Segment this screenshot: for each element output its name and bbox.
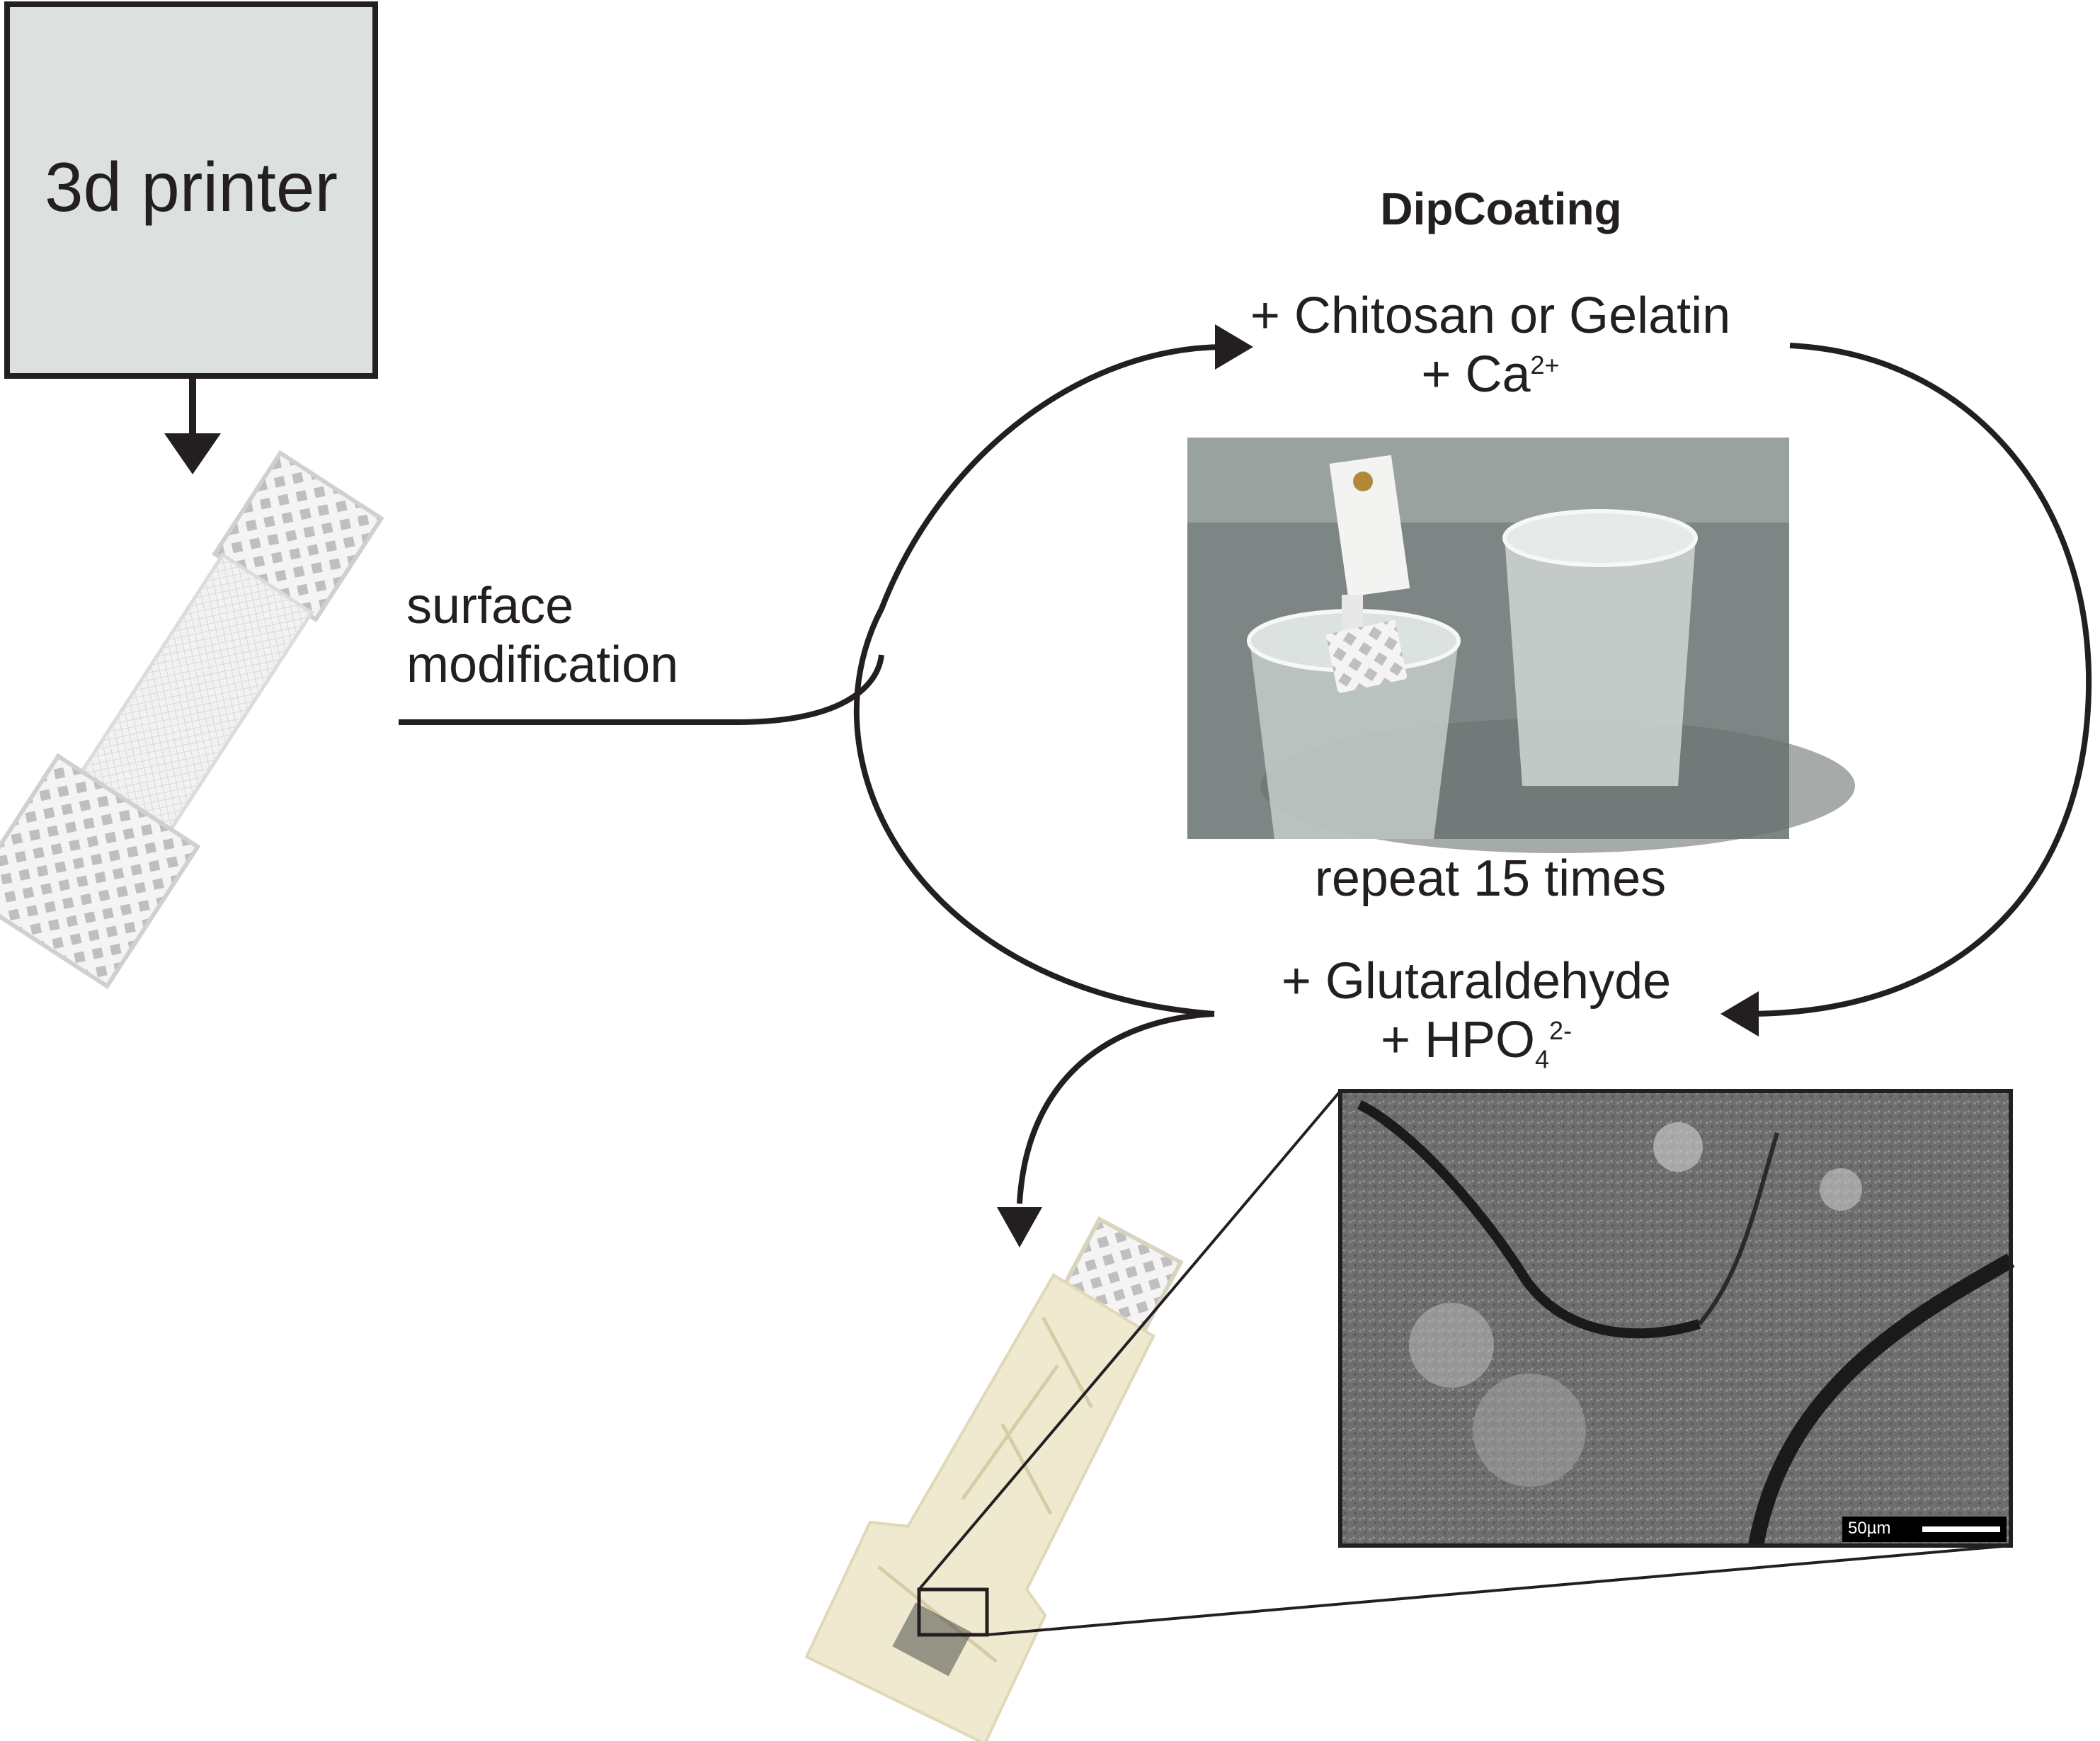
first-solution-line2: + Ca2+ (1421, 346, 1560, 403)
first-solution-label: + Chitosan or Gelatin + Ca2+ (1204, 287, 1777, 404)
first-solution-line1: + Chitosan or Gelatin (1250, 287, 1731, 344)
arrowhead-to-second-solution (1720, 991, 1759, 1037)
surface-modification-connector (399, 654, 884, 725)
surface-modification-label: surface modification (406, 577, 678, 695)
zoom-region-box (917, 1587, 989, 1637)
dipcoating-right-arc (1750, 343, 2092, 1017)
printed-scaffold-image (0, 450, 384, 990)
dipcoating-title: DipCoating (1380, 183, 1622, 234)
printer-arrow (164, 379, 221, 474)
sem-micrograph (1338, 1089, 2015, 1548)
repeat-label: repeat 15 times (1314, 850, 1667, 907)
second-solution-line2: + HPO42- (1380, 1011, 1573, 1074)
3d-printer-label: 3d printer (44, 148, 338, 226)
3d-printer-box: 3d printer (4, 1, 378, 379)
second-solution-line1: + Glutaraldehyde (1281, 953, 1672, 1010)
surface-modification-line1: surface (406, 578, 574, 634)
surface-modification-line2: modification (406, 636, 679, 693)
output-arrow (1017, 1011, 1215, 1204)
coated-scaffold-image (804, 1216, 1184, 1741)
dipcoating-photo (1187, 438, 1855, 853)
arrowhead-to-first-solution (1215, 324, 1253, 370)
dipcoating-left-arc (853, 344, 1226, 1017)
sem-scale-label: 50µm (1848, 1519, 1891, 1538)
second-solution-label: + Glutaraldehyde + HPO42- (1218, 952, 1735, 1074)
